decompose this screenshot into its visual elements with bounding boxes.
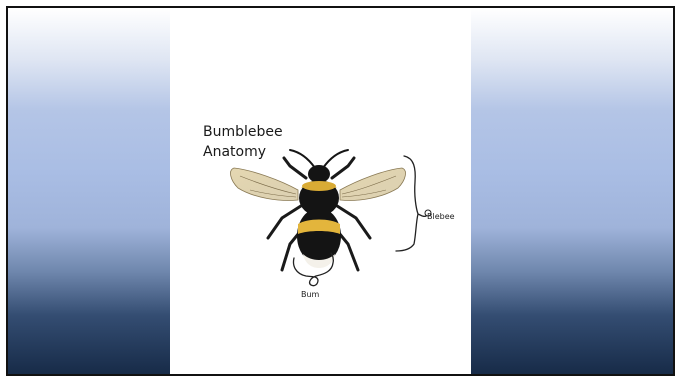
bee-anatomy-image: Bumblebee Anatomy [170, 8, 471, 374]
right-gradient-panel [471, 8, 673, 374]
bee-illustration [170, 8, 471, 374]
bum-label: Bum [301, 290, 319, 299]
left-wing [231, 168, 298, 201]
right-wing [340, 168, 405, 201]
slide-frame: Bumblebee Anatomy [6, 6, 675, 376]
blebee-label: Blebee [427, 212, 455, 221]
left-gradient-panel [8, 8, 170, 374]
bee-abdomen [297, 208, 341, 268]
